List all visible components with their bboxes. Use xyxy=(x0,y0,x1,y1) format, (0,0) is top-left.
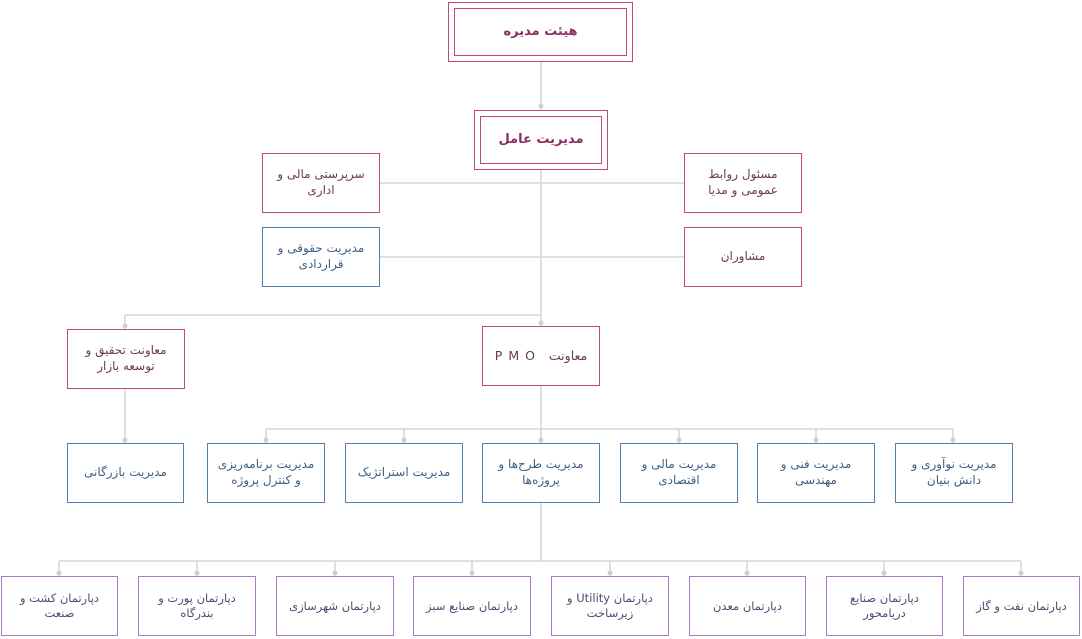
innovation-knowledge-management-label: مدیریت نوآوری و دانش بنیان xyxy=(911,457,997,487)
public-relations-box[interactable]: مسئول روابط عمومی و مدیا xyxy=(684,153,802,213)
research-market-deputy-label: معاونت تحقیق و توسعه بازار xyxy=(85,343,167,373)
ceo-label: مدیریت عامل xyxy=(480,116,602,164)
green-industries-department-box[interactable]: دپارتمان صنایع سبز xyxy=(413,576,531,636)
research-market-deputy-box[interactable]: معاونت تحقیق و توسعه بازار xyxy=(67,329,185,389)
urban-planning-department-box[interactable]: دپارتمان شهرسازی xyxy=(276,576,394,636)
connector-dot xyxy=(194,570,200,576)
plans-projects-management-label: مدیریت طرح‌ها و پروژه‌ها xyxy=(498,457,584,487)
advisors-label: مشاوران xyxy=(720,249,766,264)
marine-industries-department-box[interactable]: دپارتمان صنایع دریامحور xyxy=(826,576,943,636)
connector-dot xyxy=(676,437,682,443)
public-relations-label: مسئول روابط عمومی و مدیا xyxy=(708,167,778,197)
oil-gas-department-box[interactable]: دپارتمان نفت و گاز xyxy=(963,576,1080,636)
board-of-directors-box[interactable]: هیئت مدیره xyxy=(448,2,633,62)
pmo-deputy-label-latin: PMO xyxy=(494,347,541,363)
port-harbor-department-box[interactable]: دپارتمان پورت و بندرگاه xyxy=(138,576,256,636)
finance-admin-supervision-box[interactable]: سرپرستی مالی و اداری xyxy=(262,153,380,213)
connector-dot xyxy=(122,323,128,329)
legal-contracts-box[interactable]: مدیریت حقوقی و قراردادی xyxy=(262,227,380,287)
finance-economic-management-label: مدیریت مالی و اقتصادی xyxy=(641,457,717,487)
innovation-knowledge-management-box[interactable]: مدیریت نوآوری و دانش بنیان xyxy=(895,443,1013,503)
marine-industries-department-label: دپارتمان صنایع دریامحور xyxy=(850,591,919,620)
connector-dot xyxy=(56,570,62,576)
connector-dot xyxy=(950,437,956,443)
pmo-deputy-box[interactable]: معاونت PMO xyxy=(482,326,600,386)
plans-projects-management-box[interactable]: مدیریت طرح‌ها و پروژه‌ها xyxy=(482,443,600,503)
connector-dot xyxy=(538,103,544,109)
utility-infrastructure-department-box[interactable]: دپارتمان Utility و زیرساخت xyxy=(551,576,669,636)
connector-dot xyxy=(538,320,544,326)
port-harbor-department-label: دپارتمان پورت و بندرگاه xyxy=(158,591,236,620)
connector-dot xyxy=(813,437,819,443)
connector-dot xyxy=(263,437,269,443)
planning-control-management-box[interactable]: مدیریت برنامه‌ریزی و کنترل پروژه xyxy=(207,443,325,503)
connector-dot xyxy=(469,570,475,576)
legal-contracts-label: مدیریت حقوقی و قراردادی xyxy=(277,241,365,271)
oil-gas-department-label: دپارتمان نفت و گاز xyxy=(976,598,1067,613)
strategic-management-box[interactable]: مدیریت استراتژیک xyxy=(345,443,463,503)
strategic-management-label: مدیریت استراتژیک xyxy=(357,465,451,480)
technical-engineering-management-box[interactable]: مدیریت فنی و مهندسی xyxy=(757,443,875,503)
mining-department-label: دپارتمان معدن xyxy=(712,598,783,613)
connector-dot xyxy=(881,570,887,576)
board-of-directors-label: هیئت مدیره xyxy=(454,8,627,56)
connector-dot xyxy=(538,437,544,443)
agro-industry-department-box[interactable]: دپارتمان کشت و صنعت xyxy=(1,576,118,636)
connector-dot xyxy=(332,570,338,576)
mining-department-box[interactable]: دپارتمان معدن xyxy=(689,576,806,636)
connector-dot xyxy=(744,570,750,576)
planning-control-management-label: مدیریت برنامه‌ریزی و کنترل پروژه xyxy=(217,457,315,487)
commercial-management-label: مدیریت بازرگانی xyxy=(84,465,167,480)
advisors-box[interactable]: مشاوران xyxy=(684,227,802,287)
finance-admin-supervision-label: سرپرستی مالی و اداری xyxy=(277,167,365,197)
finance-economic-management-box[interactable]: مدیریت مالی و اقتصادی xyxy=(620,443,738,503)
agro-industry-department-label: دپارتمان کشت و صنعت xyxy=(19,591,100,620)
technical-engineering-management-label: مدیریت فنی و مهندسی xyxy=(780,457,852,487)
connector-dot xyxy=(122,437,128,443)
connector-dot xyxy=(401,437,407,443)
pmo-deputy-label: معاونت PMO xyxy=(495,348,587,364)
ceo-box[interactable]: مدیریت عامل xyxy=(474,110,608,170)
pmo-deputy-label-fa: معاونت xyxy=(548,347,588,363)
connector-dot xyxy=(607,570,613,576)
utility-infrastructure-department-label: دپارتمان Utility و زیرساخت xyxy=(567,591,653,620)
urban-planning-department-label: دپارتمان شهرسازی xyxy=(289,598,381,613)
connector-dot xyxy=(1018,570,1024,576)
commercial-management-box[interactable]: مدیریت بازرگانی xyxy=(67,443,184,503)
green-industries-department-label: دپارتمان صنایع سبز xyxy=(426,598,518,613)
